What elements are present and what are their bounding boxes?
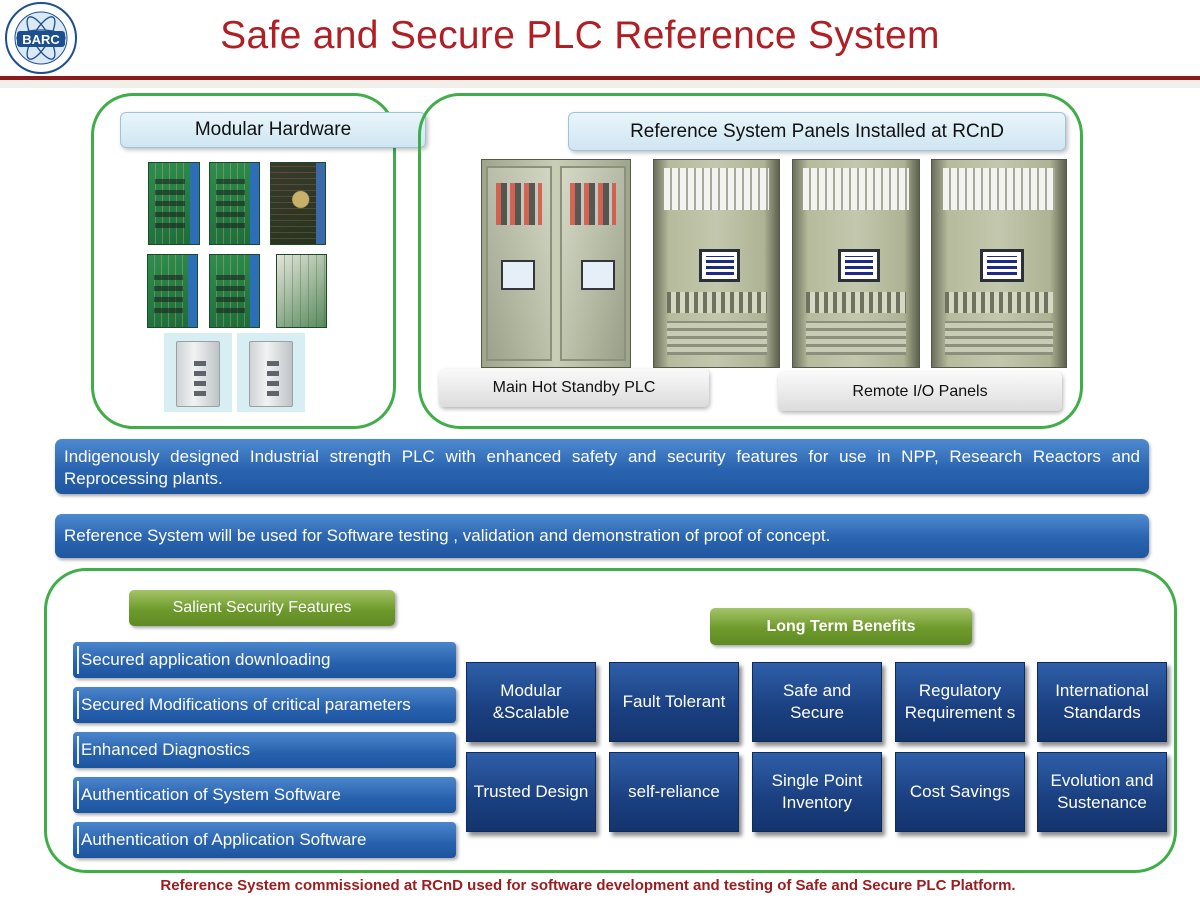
remote-io-caption: Remote I/O Panels	[778, 372, 1062, 411]
pcb-board-image	[209, 254, 260, 328]
slide-header	[0, 0, 1200, 82]
benefit-tile: Trusted Design	[466, 752, 596, 832]
benefit-tile: Regulatory Requirement s	[895, 662, 1025, 742]
benefit-label: Safe and Secure	[782, 681, 852, 722]
salient-security-features-label: Salient Security Features	[129, 590, 395, 626]
security-feature-label: Secured application downloading	[81, 650, 331, 669]
security-feature-item: Authentication of System Software	[73, 777, 456, 813]
modular-hardware-frame	[91, 93, 396, 429]
benefit-tile: Cost Savings	[895, 752, 1025, 832]
benefit-label: Trusted Design	[473, 782, 589, 801]
statement-text: Reference System will be used for Softwa…	[64, 526, 831, 545]
benefit-tile: self-reliance	[609, 752, 739, 832]
security-feature-label: Secured Modifications of critical parame…	[81, 695, 411, 714]
module-enclosure-image	[237, 333, 305, 412]
benefit-tile: Evolution and Sustenance	[1037, 752, 1167, 832]
statement-text: Indigenously designed Industrial strengt…	[64, 446, 1140, 488]
reference-panels-frame	[418, 93, 1083, 429]
benefit-tile: Single Point Inventory	[752, 752, 882, 832]
modular-hardware-label: Modular Hardware	[120, 112, 426, 148]
pcb-board-image	[147, 254, 198, 328]
benefit-label: Evolution and Sustenance	[1050, 771, 1154, 812]
statement-bar-usage: Reference System will be used for Softwa…	[55, 514, 1149, 558]
security-feature-label: Enhanced Diagnostics	[81, 740, 251, 759]
long-term-benefits-label: Long Term Benefits	[710, 608, 972, 645]
reference-panels-label: Reference System Panels Installed at RCn…	[568, 112, 1066, 151]
main-plc-cabinet-image	[481, 159, 631, 368]
footer-note: Reference System commissioned at RCnD us…	[160, 877, 1016, 894]
logo-text: BARC	[22, 32, 60, 47]
benefit-label: International Standards	[1055, 681, 1149, 722]
benefit-tile: Safe and Secure	[752, 662, 882, 742]
module-enclosure-image	[164, 333, 232, 412]
pcb-board-image	[270, 162, 326, 245]
security-feature-label: Authentication of System Software	[81, 785, 341, 804]
security-feature-label: Authentication of Application Software	[81, 830, 367, 849]
benefit-label: Regulatory Requirement s	[904, 681, 1016, 722]
statement-bar-purpose: Indigenously designed Industrial strengt…	[55, 439, 1149, 494]
remote-io-cabinet-image	[653, 159, 780, 368]
benefit-label: Modular &Scalable	[492, 681, 570, 722]
benefit-label: self-reliance	[628, 782, 720, 801]
header-band	[0, 80, 1200, 88]
features-benefits-frame	[44, 568, 1177, 873]
security-feature-item: Secured application downloading	[73, 642, 456, 678]
pcb-board-image	[209, 162, 260, 245]
page-title: Safe and Secure PLC Reference System	[220, 14, 940, 57]
main-hot-standby-caption: Main Hot Standby PLC	[439, 369, 709, 407]
benefit-tile: Modular &Scalable	[466, 662, 596, 742]
benefit-tile: International Standards	[1037, 662, 1167, 742]
benefit-label: Single Point Inventory	[771, 771, 863, 812]
remote-io-cabinet-image	[931, 159, 1067, 368]
benefit-label: Cost Savings	[909, 782, 1011, 801]
security-feature-item: Secured Modifications of critical parame…	[73, 687, 456, 723]
remote-io-cabinet-image	[792, 159, 920, 368]
pcb-board-image	[276, 254, 327, 328]
security-feature-item: Authentication of Application Software	[73, 822, 456, 858]
pcb-board-image	[148, 162, 200, 245]
security-feature-item: Enhanced Diagnostics	[73, 732, 456, 768]
benefit-tile: Fault Tolerant	[609, 662, 739, 742]
barc-logo: BARC	[2, 0, 80, 76]
benefit-label: Fault Tolerant	[622, 692, 726, 711]
header-rule	[0, 76, 1200, 80]
